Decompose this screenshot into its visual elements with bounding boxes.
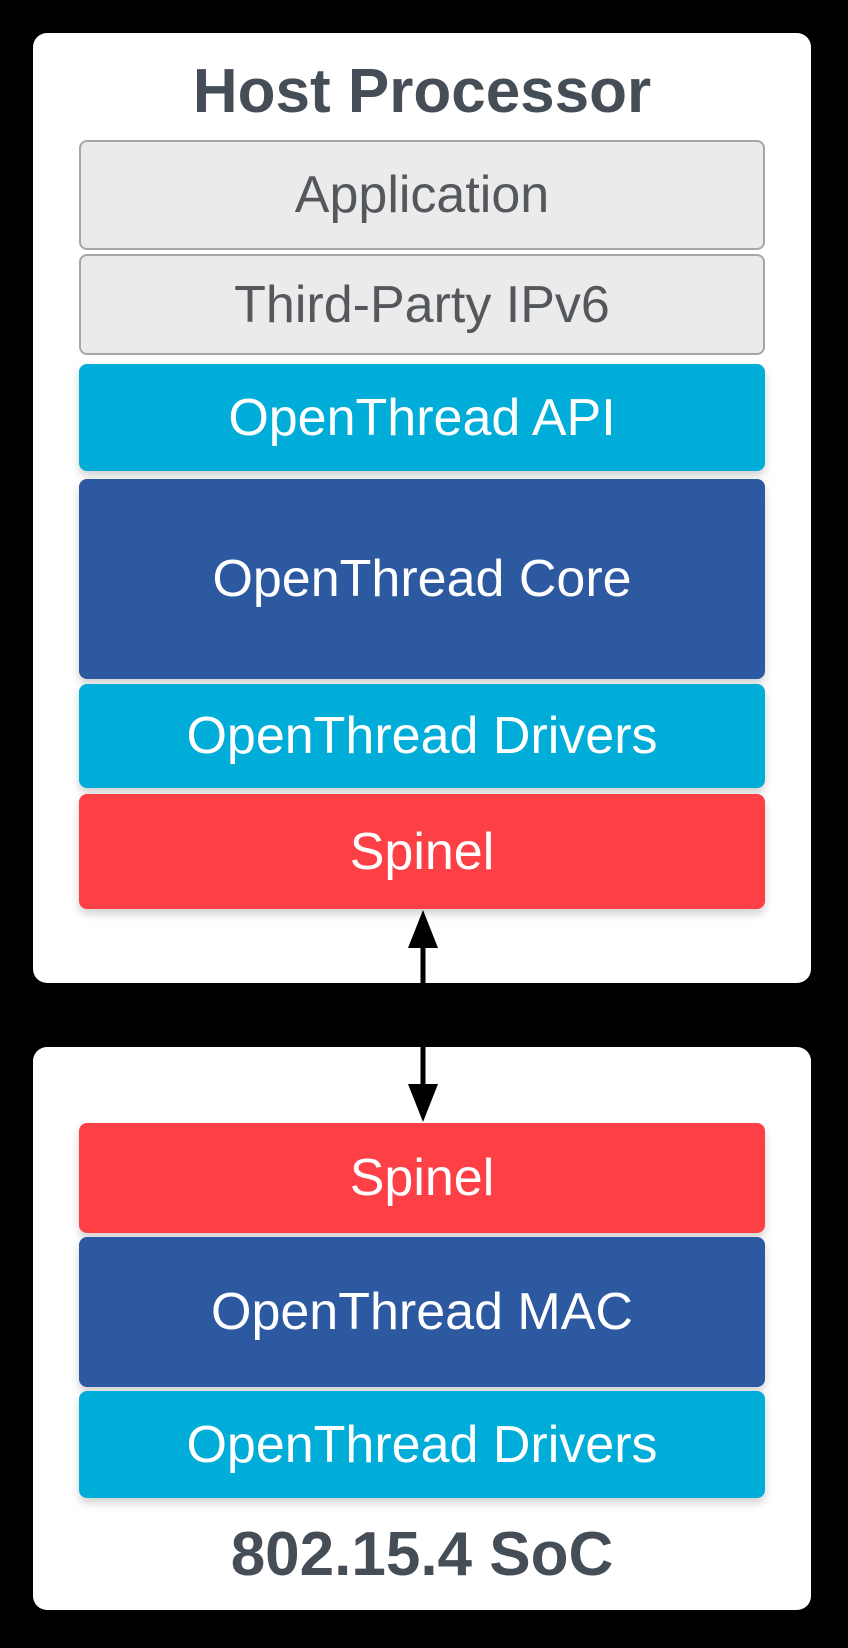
layer-application-label: Application — [294, 166, 550, 224]
layer-openthread-drivers-soc: OpenThread Drivers — [79, 1391, 765, 1498]
layer-spinel-soc: Spinel — [79, 1123, 765, 1233]
layer-spinel-soc-label: Spinel — [349, 1149, 495, 1207]
layer-openthread-core: OpenThread Core — [79, 479, 765, 679]
layer-openthread-api: OpenThread API — [79, 364, 765, 471]
host-panel-title-wrap: Host Processor — [33, 33, 811, 140]
soc-panel: Spinel OpenThread MAC OpenThread Drivers… — [33, 1047, 811, 1610]
soc-panel-title-wrap: 802.15.4 SoC — [33, 1498, 811, 1610]
layer-spinel-host: Spinel — [79, 794, 765, 909]
soc-panel-title: 802.15.4 SoC — [230, 1519, 614, 1589]
layer-openthread-mac-label: OpenThread MAC — [211, 1283, 633, 1341]
layer-application: Application — [79, 140, 765, 250]
layer-openthread-drivers-soc-label: OpenThread Drivers — [186, 1415, 658, 1474]
layer-third-party-ipv6: Third-Party IPv6 — [79, 254, 765, 355]
soc-layer-stack: Spinel OpenThread MAC OpenThread Drivers — [79, 1047, 765, 1498]
host-panel-title: Host Processor — [192, 57, 652, 126]
layer-openthread-drivers-host: OpenThread Drivers — [79, 684, 765, 788]
layer-spinel-host-label: Spinel — [349, 822, 495, 881]
layer-openthread-drivers-host-label: OpenThread Drivers — [186, 707, 658, 765]
layer-openthread-api-label: OpenThread API — [228, 388, 616, 447]
layer-third-party-ipv6-label: Third-Party IPv6 — [234, 275, 610, 334]
layer-openthread-mac: OpenThread MAC — [79, 1237, 765, 1387]
host-processor-panel: Host Processor Application Third-Party I… — [33, 33, 811, 983]
layer-openthread-core-label: OpenThread Core — [212, 550, 632, 608]
host-layer-stack: Application Third-Party IPv6 OpenThread … — [79, 140, 765, 909]
bidirectional-arrow-icon — [408, 910, 438, 1122]
